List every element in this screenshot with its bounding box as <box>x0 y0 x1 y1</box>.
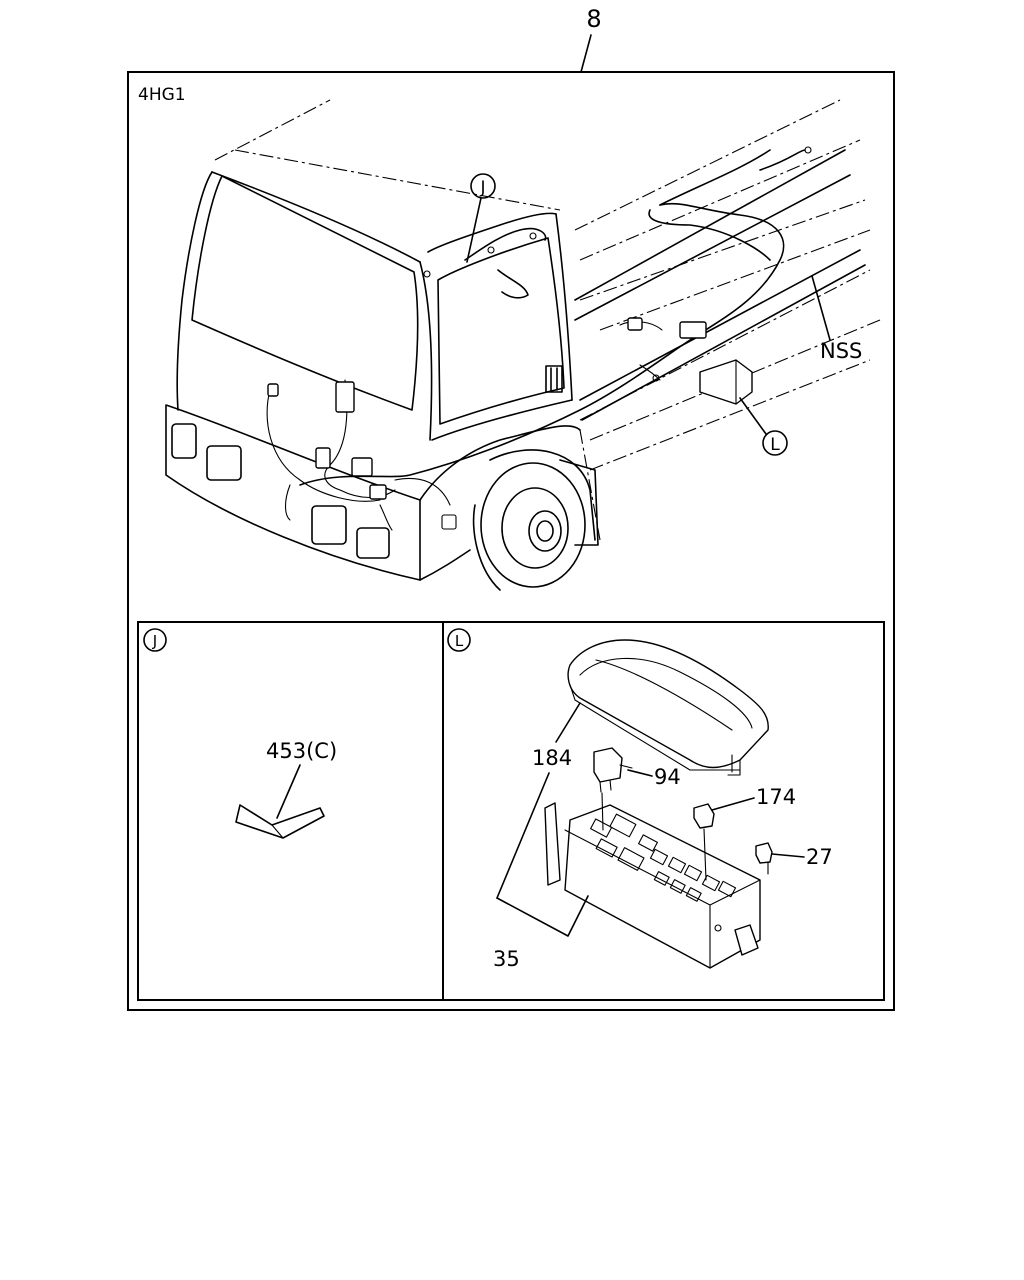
callout-j-marker <box>470 173 496 199</box>
detail-j-marker <box>143 628 167 652</box>
relay-94-drawing <box>593 747 633 831</box>
fuse-box-cover-drawing <box>567 639 769 776</box>
detail-l-marker-label: L <box>455 632 464 650</box>
fuse-box-base-drawing <box>544 802 761 969</box>
part-label-94: 94 <box>654 765 681 789</box>
leader-94 <box>627 769 653 777</box>
fuse-174-drawing <box>693 803 715 881</box>
detail-l-marker <box>447 628 471 652</box>
leader-27 <box>771 853 805 858</box>
leader-174 <box>711 797 755 811</box>
detail-l-panel <box>442 621 885 1001</box>
part-label-27: 27 <box>806 845 833 869</box>
engine-label: 4HG1 <box>138 85 186 105</box>
leader-184 <box>555 702 581 743</box>
callout-j-leader <box>466 197 482 263</box>
callout-l-marker <box>762 430 788 456</box>
callout-nss-label: NSS <box>820 339 862 363</box>
part-label-184: 184 <box>532 746 572 770</box>
callout-l-leader <box>739 397 767 435</box>
bracket-453-drawing <box>235 804 325 839</box>
reference-leader <box>580 34 592 73</box>
detail-j-panel <box>137 621 444 1001</box>
leader-184-to-35 <box>496 772 550 899</box>
part-label-174: 174 <box>756 785 796 809</box>
callout-nss-leader <box>811 275 831 341</box>
part-label-35: 35 <box>493 947 520 971</box>
detail-j-marker-label: J <box>152 632 157 650</box>
detail-j-leader <box>276 764 301 819</box>
callout-j-label: J <box>479 178 485 198</box>
truck-illustration <box>165 99 881 591</box>
callout-l-label: L <box>770 435 780 455</box>
outer-frame <box>127 71 895 1011</box>
fuse-27-drawing <box>755 842 773 875</box>
detail-j-part-453: 453(C) <box>266 739 337 763</box>
reference-number: 8 <box>586 5 601 33</box>
leader-35 <box>496 895 589 937</box>
